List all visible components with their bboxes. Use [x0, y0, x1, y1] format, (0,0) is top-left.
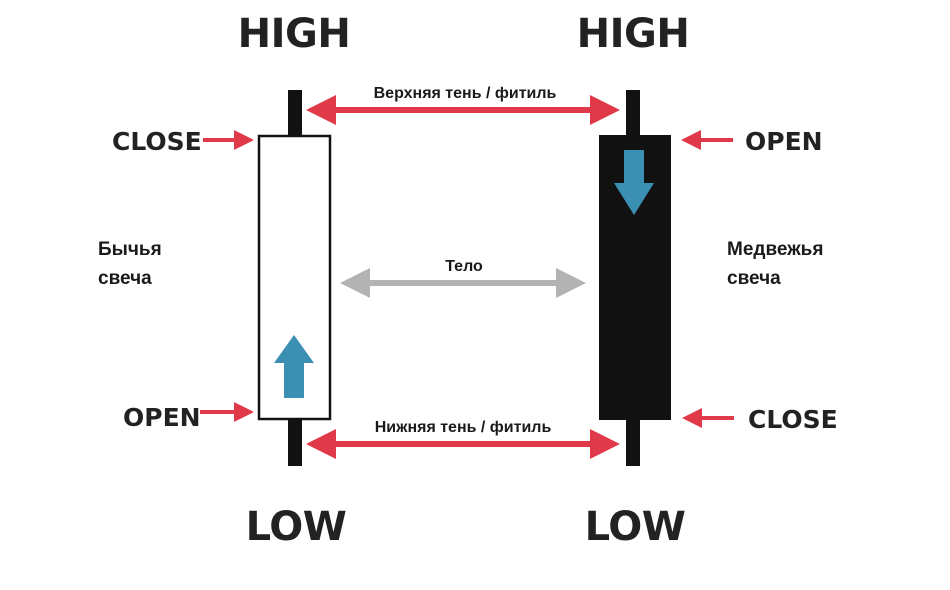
bearish-name-line2: свеча [727, 268, 781, 289]
bearish-low-label: LOW [585, 504, 686, 550]
lower-shadow-label: Нижняя тень / фитиль [375, 419, 552, 436]
down-arrow-icon [614, 150, 654, 215]
bearish-lower-wick [626, 418, 640, 466]
bullish-open-label: OPEN [123, 403, 201, 432]
bullish-name-line2: свеча [98, 268, 152, 289]
bullish-lower-wick [288, 418, 302, 466]
bearish-name-line1: Медвежья [727, 239, 823, 260]
bearish-high-label: HIGH [577, 11, 690, 57]
body-label: Тело [445, 258, 483, 275]
up-arrow-icon [274, 335, 314, 398]
bullish-name-line1: Бычья [98, 239, 162, 260]
upper-shadow-label: Верхняя тень / фитиль [374, 85, 557, 102]
bullish-low-label: LOW [246, 504, 347, 550]
bullish-close-label: CLOSE [112, 127, 202, 156]
bearish-upper-wick [626, 90, 640, 138]
bullish-candle [257, 90, 332, 466]
bearish-candle [599, 90, 671, 466]
bullish-high-label: HIGH [238, 11, 351, 57]
bearish-open-label: OPEN [745, 127, 823, 156]
bearish-close-label: CLOSE [748, 405, 838, 434]
bullish-upper-wick [288, 90, 302, 138]
